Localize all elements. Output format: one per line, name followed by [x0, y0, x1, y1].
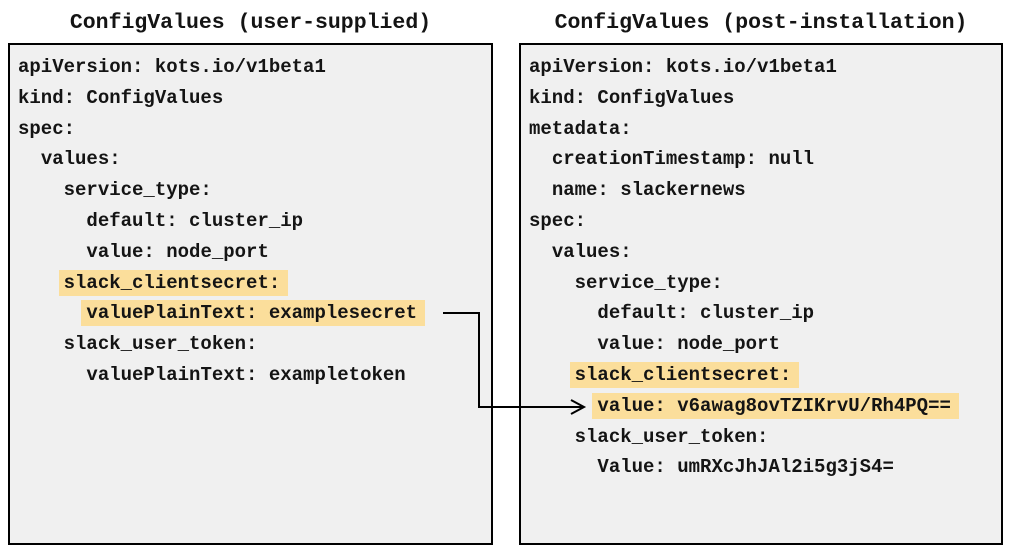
yaml-text: value: node_port: [86, 240, 269, 263]
yaml-line: service_type:: [18, 175, 491, 206]
yaml-line: spec:: [18, 114, 491, 145]
yaml-text: values:: [551, 240, 632, 263]
yaml-text: kind: ConfigValues: [18, 86, 224, 109]
yaml-line: kind: ConfigValues: [18, 83, 491, 114]
yaml-indent: [18, 210, 86, 232]
yaml-indent: [529, 179, 552, 201]
yaml-line: value: node_port: [18, 237, 491, 268]
yaml-text: Value: umRXcJhJAl2i5g3jS4=: [597, 456, 894, 479]
yaml-line: valuePlainText: examplesecret: [18, 298, 491, 329]
yaml-line: valuePlainText: exampletoken: [18, 360, 491, 391]
yaml-text: valuePlainText: exampletoken: [86, 363, 406, 386]
yaml-line: value: node_port: [529, 329, 1001, 360]
yaml-text: creationTimestamp: null: [551, 148, 815, 171]
user-supplied-yaml-code: apiVersion: kots.io/v1beta1 kind: ConfigV…: [10, 45, 491, 391]
right-panel-title: ConfigValues (post-installation): [554, 11, 968, 35]
user-supplied-config-panel: apiVersion: kots.io/v1beta1 kind: ConfigV…: [8, 43, 493, 545]
yaml-text: name: slackernews: [551, 179, 746, 202]
highlighted-yaml-text: slack_clientsecret:: [569, 361, 800, 388]
post-installation-config-panel: apiVersion: kots.io/v1beta1 kind: ConfigV…: [519, 43, 1003, 545]
yaml-text: service_type:: [574, 271, 723, 294]
yaml-text: spec:: [18, 117, 76, 140]
yaml-line: slack_clientsecret:: [18, 268, 491, 299]
left-panel-title: ConfigValues (user-supplied): [69, 11, 432, 35]
yaml-text: values:: [40, 148, 121, 171]
yaml-indent: [18, 241, 86, 263]
post-installation-yaml-code: apiVersion: kots.io/v1beta1 kind: ConfigV…: [521, 45, 1001, 483]
yaml-indent: [18, 364, 86, 386]
yaml-text: kind: ConfigValues: [529, 86, 735, 109]
yaml-text: slack_user_token:: [63, 333, 258, 356]
yaml-text: apiVersion: kots.io/v1beta1: [529, 56, 837, 78]
yaml-line: values:: [18, 144, 491, 175]
yaml-indent: [529, 241, 552, 263]
yaml-line: spec:: [529, 206, 1001, 237]
yaml-indent: [529, 333, 597, 355]
yaml-indent: [18, 333, 64, 355]
yaml-indent: [529, 456, 597, 478]
yaml-indent: [529, 364, 575, 386]
yaml-line: kind: ConfigValues: [529, 83, 1001, 114]
yaml-line: creationTimestamp: null: [529, 144, 1001, 175]
yaml-indent: [529, 148, 552, 170]
yaml-line: slack_user_token:: [18, 329, 491, 360]
yaml-text: spec:: [529, 209, 587, 232]
yaml-line: values:: [529, 237, 1001, 268]
yaml-text: value: node_port: [597, 333, 780, 356]
yaml-line: name: slackernews: [529, 175, 1001, 206]
yaml-line: apiVersion: kots.io/v1beta1: [529, 52, 1001, 83]
yaml-line: service_type:: [529, 268, 1001, 299]
yaml-indent: [529, 302, 597, 324]
yaml-indent: [18, 302, 86, 324]
yaml-text: service_type:: [63, 179, 212, 202]
yaml-line: Value: umRXcJhJAl2i5g3jS4=: [529, 452, 1001, 483]
yaml-line: metadata:: [529, 114, 1001, 145]
yaml-text: default: cluster_ip: [86, 209, 304, 232]
yaml-line: default: cluster_ip: [18, 206, 491, 237]
yaml-line: slack_user_token:: [529, 422, 1001, 453]
yaml-indent: [529, 272, 575, 294]
highlighted-yaml-text: value: v6awag8ovTZIKrvU/Rh4PQ==: [592, 392, 959, 419]
yaml-text: default: cluster_ip: [597, 302, 815, 325]
yaml-indent: [529, 426, 575, 448]
highlighted-yaml-text: slack_clientsecret:: [58, 269, 289, 296]
yaml-line: slack_clientsecret:: [529, 360, 1001, 391]
yaml-indent: [18, 272, 64, 294]
yaml-indent: [18, 148, 41, 170]
yaml-line: default: cluster_ip: [529, 298, 1001, 329]
yaml-text: slack_user_token:: [574, 425, 769, 448]
yaml-text: apiVersion: kots.io/v1beta1: [18, 56, 326, 78]
yaml-line: apiVersion: kots.io/v1beta1: [18, 52, 491, 83]
yaml-indent: [529, 395, 597, 417]
yaml-indent: [18, 179, 64, 201]
yaml-line: value: v6awag8ovTZIKrvU/Rh4PQ==: [529, 391, 1001, 422]
yaml-text: metadata:: [529, 117, 632, 140]
highlighted-yaml-text: valuePlainText: examplesecret: [81, 300, 426, 327]
